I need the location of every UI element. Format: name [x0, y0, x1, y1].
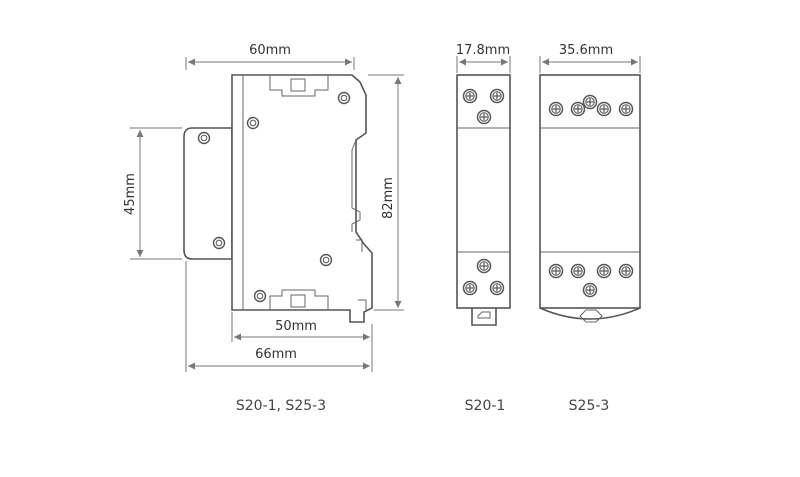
- terminal-screw-icon: [489, 88, 505, 104]
- terminal-screw-icon: [489, 280, 505, 296]
- dim-width-17-8: 17.8mm: [456, 43, 510, 58]
- side-main-body: [231, 74, 373, 323]
- side-screw-icon: [337, 91, 351, 105]
- terminal-screw-icon: [618, 263, 634, 279]
- front-view-s20: [456, 74, 511, 326]
- terminal-screw-icon: [462, 88, 478, 104]
- terminal-screw-icon: [570, 101, 586, 117]
- terminal-screw-icon: [618, 101, 634, 117]
- dim-height-82: 82mm: [381, 177, 396, 219]
- dim-height-45: 45mm: [123, 173, 138, 215]
- terminal-screw-icon: [476, 109, 492, 125]
- terminal-screw-icon: [476, 258, 492, 274]
- terminal-screw-icon: [548, 263, 564, 279]
- side-rail-clip: [351, 139, 361, 232]
- terminal-screw-icon: [570, 263, 586, 279]
- side-screw-icon: [253, 289, 267, 303]
- side-view: [183, 74, 373, 323]
- s20-din-clip: [471, 308, 497, 326]
- s20-dimension: 17.8mm: [456, 43, 511, 73]
- terminal-screw-icon: [582, 282, 598, 298]
- side-bottom-terminal: [269, 289, 329, 310]
- side-screw-icon: [246, 116, 260, 130]
- caption-s25: S25-3: [569, 398, 610, 414]
- dim-width-60: 60mm: [249, 43, 291, 58]
- side-screw-icon: [197, 131, 211, 145]
- terminal-screw-icon: [462, 280, 478, 296]
- side-dimensions: 60mm 45mm 82mm 50mm 66mm: [123, 43, 404, 372]
- s25-dimension: 35.6mm: [539, 43, 641, 73]
- dim-width-35-6: 35.6mm: [559, 43, 613, 58]
- terminal-screw-icon: [596, 263, 612, 279]
- dim-width-66: 66mm: [255, 347, 297, 362]
- side-top-terminal: [269, 75, 329, 97]
- side-screw-icon: [212, 236, 226, 250]
- dim-width-50: 50mm: [275, 319, 317, 334]
- terminal-screw-icon: [548, 101, 564, 117]
- caption-side-view: S20-1, S25-3: [236, 398, 326, 414]
- terminal-screw-icon: [596, 101, 612, 117]
- terminal-screw-icon: [582, 94, 598, 110]
- front-view-s25: [539, 74, 641, 323]
- side-front-cover: [183, 127, 233, 260]
- side-screw-icon: [319, 253, 333, 267]
- s25-din-clip: [539, 307, 641, 320]
- caption-s20: S20-1: [465, 398, 506, 414]
